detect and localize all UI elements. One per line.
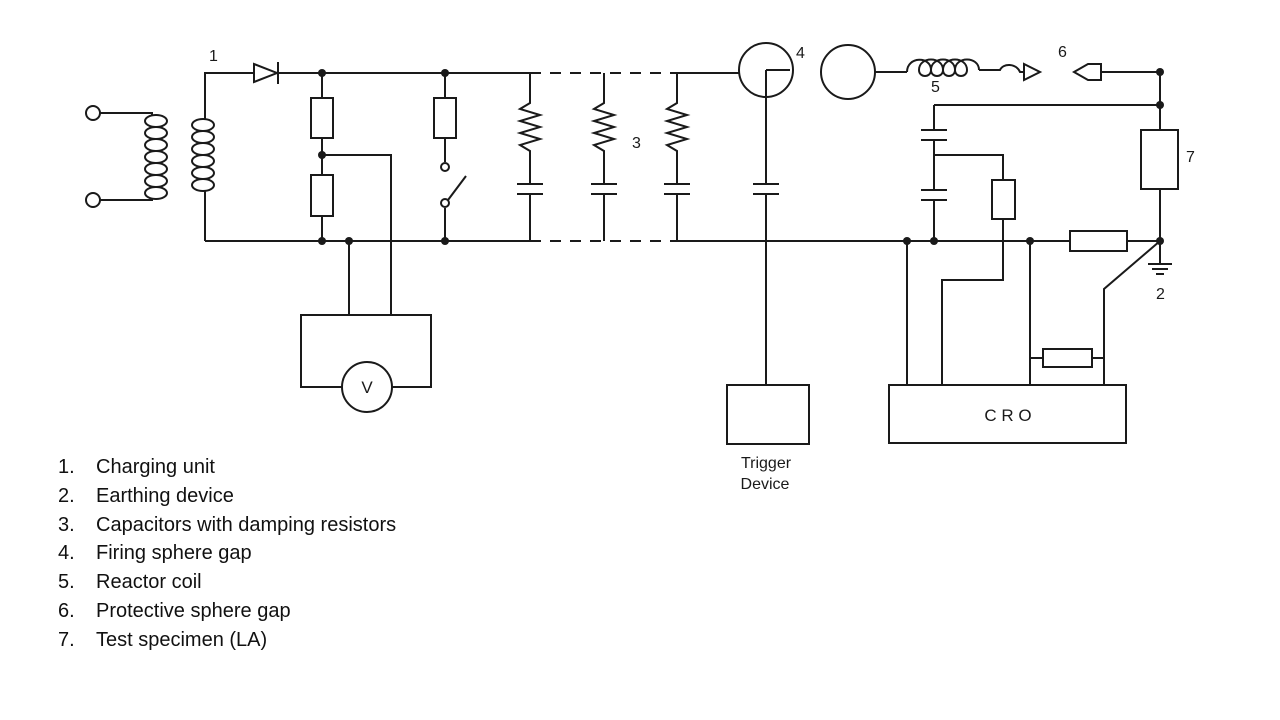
switch-resistor	[433, 97, 457, 139]
earthing-branch	[1069, 230, 1172, 385]
series-resistor	[1069, 230, 1128, 252]
legend-number: 4.	[58, 542, 75, 565]
legend-text: Test specimen (LA)	[96, 628, 268, 651]
switch-contact-top	[440, 162, 450, 172]
label-4: 4	[796, 45, 805, 62]
firing-sphere-gap	[738, 42, 876, 385]
legend-number: 2.	[58, 484, 75, 507]
cro-box	[888, 384, 1127, 444]
divider-resistor-bottom	[310, 174, 334, 217]
diode-icon	[253, 62, 322, 84]
legend-item: 5. Reactor coil	[58, 568, 396, 597]
earth-ground-icon	[1148, 263, 1172, 275]
label-1: 1	[209, 48, 218, 65]
cro-connections	[906, 241, 1104, 385]
divider-resistor-cro	[991, 179, 1016, 220]
legend-item: 3. Capacitors with damping resistors	[58, 511, 396, 540]
trigger-capacitor	[753, 183, 779, 195]
label-3: 3	[632, 135, 641, 152]
cro-shunt-resistor	[1042, 348, 1093, 368]
legend-text: Firing sphere gap	[96, 542, 252, 565]
divider-resistor-top	[310, 97, 334, 139]
switch-branch	[433, 73, 467, 241]
switch-blade-icon	[447, 175, 467, 201]
capacitor-stage-2	[590, 73, 618, 241]
legend-text: Reactor coil	[96, 571, 202, 594]
test-specimen-branch	[934, 72, 1179, 241]
legend-number: 6.	[58, 599, 75, 622]
legend-number: 5.	[58, 571, 75, 594]
switch-contact-bottom	[440, 198, 450, 208]
trigger-label-line2: Device	[741, 476, 790, 493]
legend-text: Charging unit	[96, 456, 215, 478]
component-legend: 1. Charging unit 2. Earthing device 3. Capa…	[58, 453, 396, 655]
capacitive-divider	[921, 105, 1016, 385]
legend-item: 7. Test specimen (LA)	[58, 626, 396, 655]
potential-divider	[300, 73, 432, 413]
label-5: 5	[931, 79, 940, 96]
cro-label: C R O	[984, 406, 1031, 425]
input-transformer	[85, 72, 254, 241]
secondary-coil	[191, 118, 215, 192]
junction-dots	[318, 68, 1164, 245]
trigger-device-box	[726, 384, 810, 445]
voltmeter-label: V	[361, 378, 373, 397]
input-terminal-top	[85, 105, 101, 121]
legend-text: Protective sphere gap	[96, 599, 291, 622]
capacitor-stage-3	[663, 73, 691, 241]
firing-sphere-right	[820, 44, 876, 100]
label-2: 2	[1156, 286, 1165, 303]
secondary-leads	[204, 72, 254, 241]
trigger-label-line1: Trigger	[741, 455, 792, 472]
capacitor-stage-1	[516, 73, 544, 241]
primary-coil	[144, 114, 168, 200]
legend-number: 3.	[58, 513, 75, 536]
test-specimen-box	[1140, 129, 1179, 190]
label-7: 7	[1186, 149, 1195, 166]
legend-number: 7.	[58, 628, 75, 651]
legend-item: 1. Charging unit	[58, 453, 396, 482]
legend-number: 1.	[58, 456, 75, 478]
legend-item: 2. Earthing device	[58, 482, 396, 511]
protective-sphere-gap-icon	[1023, 62, 1160, 82]
input-terminal-bottom	[85, 192, 101, 208]
legend-text: Capacitors with damping resistors	[96, 513, 397, 536]
legend-text: Earthing device	[96, 484, 234, 507]
label-6: 6	[1058, 44, 1067, 61]
legend-item: 4. Firing sphere gap	[58, 539, 396, 568]
reactor-coil-icon	[875, 58, 1024, 77]
voltmeter-icon	[341, 361, 393, 413]
legend-item: 6. Protective sphere gap	[58, 597, 396, 626]
